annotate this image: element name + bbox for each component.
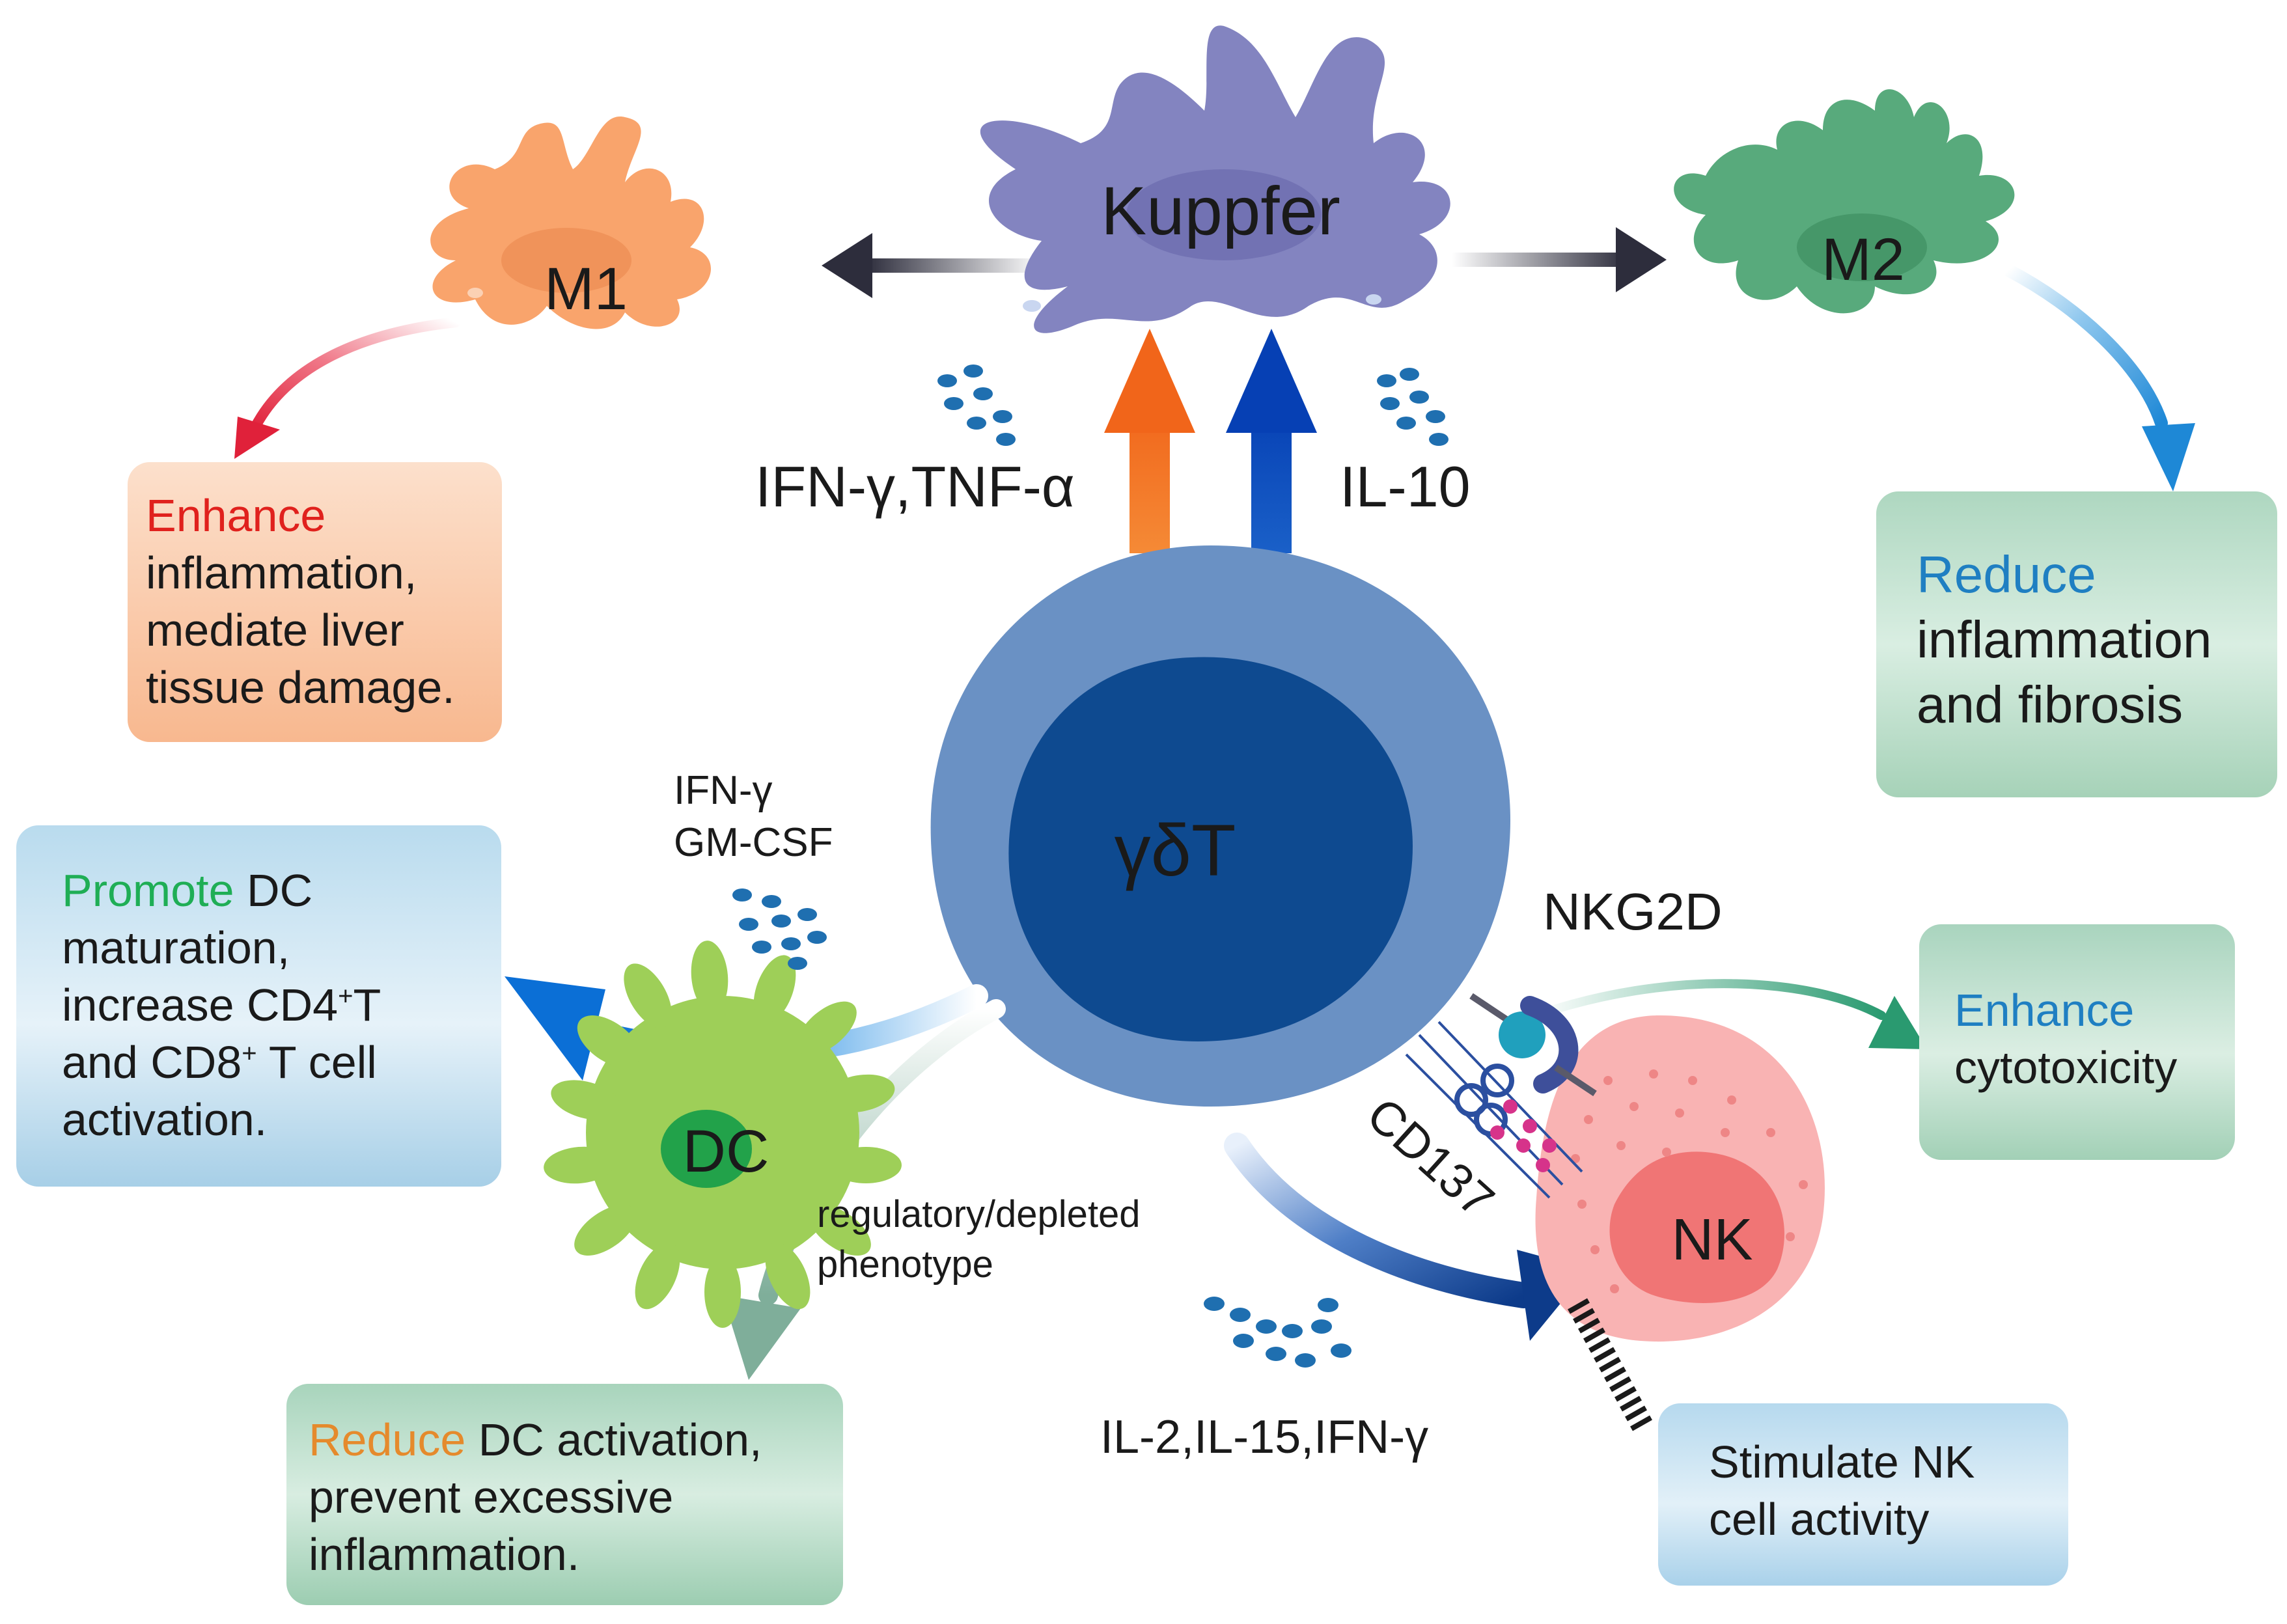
dc-ifn-label: IFN-γ bbox=[674, 768, 773, 813]
cd137-receptor bbox=[1405, 1021, 1583, 1199]
dc-promote-line3b: T bbox=[353, 980, 381, 1030]
dc-promote-line5: activation. bbox=[62, 1094, 268, 1145]
nk-activity-box: Stimulate NK cell activity bbox=[1658, 1403, 2068, 1586]
cytokine-dots-il10 bbox=[1377, 368, 1448, 446]
nkg2d-receptor bbox=[1469, 993, 1597, 1097]
dc-promote-line3-sup: + bbox=[338, 982, 353, 1011]
gdt-label: γδT bbox=[1115, 810, 1236, 891]
dc-promote-box: Promote DC maturation, increase CD4+T an… bbox=[16, 825, 501, 1187]
dc-gmcsf-label: GM-CSF bbox=[674, 820, 833, 865]
dc-reduce-line3: inflammation. bbox=[309, 1529, 580, 1580]
dc-reduce-line2: prevent excessive bbox=[309, 1472, 674, 1522]
cytokine-dots-ifn-tnf bbox=[937, 365, 1016, 446]
nk-label: NK bbox=[1671, 1207, 1753, 1273]
dc-promote-line2: maturation, bbox=[62, 922, 290, 973]
dc-label: DC bbox=[683, 1118, 769, 1185]
m1-outcome-box: Enhance inflammation, mediate liver tiss… bbox=[128, 462, 502, 742]
dc-reduce-line1-rest: DC activation, bbox=[465, 1414, 762, 1465]
nk-activity-line2: cell activity bbox=[1709, 1494, 1930, 1545]
ifn-tnf-label: IFN-γ,TNF-α bbox=[755, 454, 1075, 519]
dc-promote-highlight: Promote bbox=[62, 865, 234, 916]
nkg2d-label: NKG2D bbox=[1543, 883, 1723, 941]
arrow-ifn-tnf-up bbox=[1104, 329, 1195, 553]
dc-promote-line4b: T cell bbox=[256, 1037, 377, 1088]
dc-promote-line1-rest: DC bbox=[234, 865, 313, 916]
cytotoxicity-box: Enhance cytotoxicity bbox=[1919, 924, 2235, 1160]
dc-promote-line3a: increase CD4 bbox=[62, 980, 339, 1030]
arrow-il10-up bbox=[1226, 329, 1317, 553]
nk-cytokines-label: IL-2,IL-15,IFN-γ bbox=[1100, 1411, 1428, 1463]
m1-label: M1 bbox=[544, 256, 628, 322]
regulatory-label-line2: phenotype bbox=[817, 1243, 993, 1286]
m2-outcome-highlight: Reduce bbox=[1917, 545, 2096, 603]
m2-outcome-line: inflammation bbox=[1917, 611, 2212, 668]
nk-connector-hatch bbox=[1568, 1298, 1652, 1431]
arrow-kuppfer-to-m2 bbox=[1452, 227, 1667, 292]
regulatory-label-line1: regulatory/depleted bbox=[817, 1193, 1141, 1235]
kuppfer-label: Kuppfer bbox=[1101, 173, 1340, 249]
m1-outcome-line: tissue damage. bbox=[146, 662, 455, 713]
m1-outcome-highlight: Enhance bbox=[146, 490, 326, 541]
m1-macrophage bbox=[430, 117, 712, 329]
m1-outcome-line: inflammation, bbox=[146, 547, 417, 598]
dc-promote-line4-sup: + bbox=[242, 1039, 257, 1068]
m2-macrophage bbox=[1674, 89, 2015, 314]
arrow-nkg2d-to-cytotoxicity bbox=[1532, 979, 1927, 1049]
m2-label: M2 bbox=[1822, 227, 1905, 293]
m1-outcome-line: mediate liver bbox=[146, 605, 404, 655]
arrow-m2-to-reduce-box bbox=[2002, 264, 2195, 491]
gamma-delta-t-cell bbox=[930, 545, 1510, 1107]
cytotoxicity-highlight: Enhance bbox=[1954, 985, 2135, 1036]
cytokine-dots-dc bbox=[732, 888, 827, 970]
dc-promote-line4a: and CD8 bbox=[62, 1037, 242, 1088]
dc-reduce-highlight: Reduce bbox=[309, 1414, 466, 1465]
dendritic-cell bbox=[544, 941, 902, 1328]
m2-outcome-box: Reduce inflammation and fibrosis bbox=[1876, 491, 2277, 797]
nk-cell bbox=[1535, 1015, 1825, 1342]
kuppfer-cell bbox=[980, 25, 1450, 333]
arrow-m1-to-enhance-box bbox=[234, 317, 461, 459]
arrow-kuppfer-to-m1 bbox=[822, 233, 1042, 298]
dc-reduce-box: Reduce DC activation, prevent excessive … bbox=[286, 1384, 843, 1605]
il10-label: IL-10 bbox=[1340, 454, 1471, 519]
nk-activity-line1: Stimulate NK bbox=[1709, 1437, 1975, 1487]
cytotoxicity-line2: cytotoxicity bbox=[1954, 1042, 2178, 1093]
cytokine-dots-nk bbox=[1204, 1297, 1351, 1368]
m2-outcome-line: and fibrosis bbox=[1917, 676, 2183, 734]
